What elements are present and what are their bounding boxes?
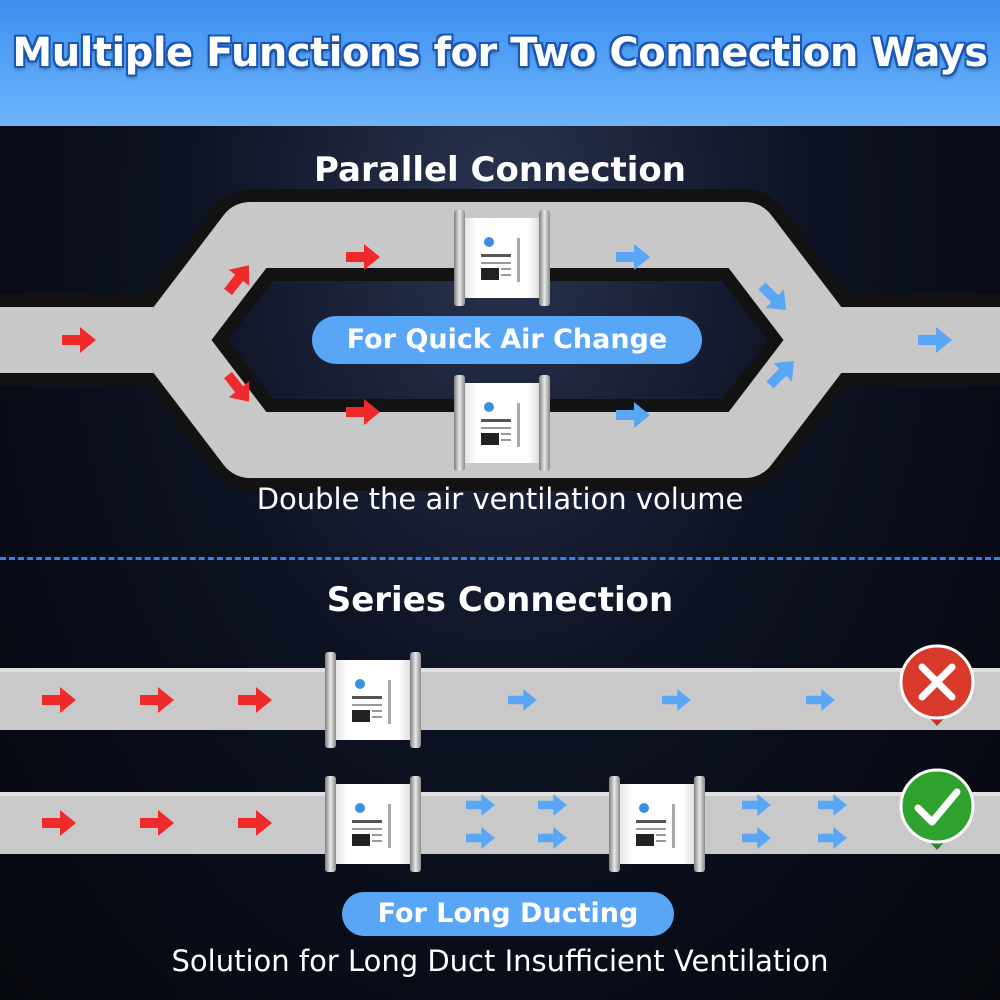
banner-title: Multiple Functions for Two Connection Wa… xyxy=(12,30,988,76)
parallel-fan-bottom xyxy=(454,375,550,471)
section-divider xyxy=(0,557,1000,560)
parallel-fan-top xyxy=(454,210,550,306)
series-fan-first xyxy=(325,776,421,872)
series-caption: Solution for Long Duct Insufficient Vent… xyxy=(171,944,829,978)
parallel-heading: Parallel Connection xyxy=(314,150,686,190)
parallel-caption: Double the air ventilation volume xyxy=(256,482,744,516)
series-fan-second xyxy=(609,776,705,872)
series-pill: For Long Ducting xyxy=(342,892,674,936)
parallel-pill: For Quick Air Change xyxy=(312,316,702,364)
check-icon xyxy=(899,768,975,850)
cross-icon xyxy=(899,644,975,726)
series-fan-single xyxy=(325,652,421,748)
title-banner: Multiple Functions for Two Connection Wa… xyxy=(0,0,1000,126)
series-heading: Series Connection xyxy=(326,580,674,620)
